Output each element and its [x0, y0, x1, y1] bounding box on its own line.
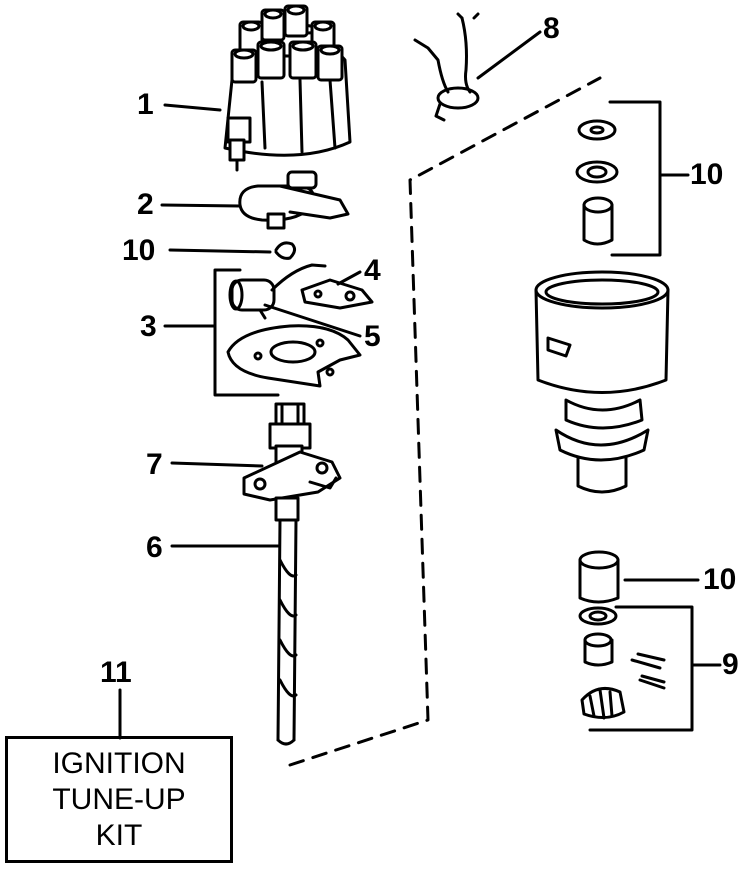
kit-label-line-3: KIT	[95, 818, 143, 852]
retaining-clip-part	[274, 241, 297, 260]
ignition-tune-up-kit-box: IGNITION TUNE-UP KIT	[5, 736, 233, 863]
callout-1: 1	[137, 88, 154, 121]
bracket-9	[588, 605, 694, 732]
bracket-3	[213, 268, 280, 397]
callout-2: 2	[137, 188, 154, 221]
leader-5	[263, 303, 362, 338]
callout-10-small-clip: 10	[122, 234, 156, 267]
kit-label-line-1: IGNITION	[52, 746, 186, 780]
rotor-part	[238, 170, 350, 230]
kit-label-line-2: TUNE-UP	[52, 782, 186, 816]
bracket-10-upper	[608, 100, 662, 257]
breaker-plate-part	[226, 324, 362, 388]
leader-2	[160, 203, 242, 208]
distributor-shaft-part	[242, 402, 342, 746]
condenser-part	[228, 263, 327, 320]
callout-5: 5	[364, 320, 381, 353]
distributor-housing-part	[534, 270, 670, 494]
leader-1	[163, 103, 222, 112]
lower-parts-part	[578, 550, 666, 720]
distributor-cap-part	[223, 4, 352, 172]
callout-8: 8	[543, 12, 560, 45]
callout-4: 4	[364, 254, 381, 287]
callout-9: 9	[722, 648, 739, 681]
callout-6: 6	[146, 531, 163, 564]
callout-7: 7	[146, 448, 163, 481]
dashed-assembly-line	[288, 76, 602, 767]
contact-points-part	[300, 278, 374, 310]
leader-8	[476, 30, 542, 80]
callout-10-upper-right: 10	[690, 158, 724, 191]
callout-11: 11	[100, 656, 132, 689]
leader-7	[170, 461, 264, 468]
leader-10a	[168, 248, 272, 254]
callout-10-lower-right: 10	[703, 563, 737, 596]
upper-washers-part	[575, 119, 619, 246]
wiring-harness-part	[413, 12, 480, 122]
callout-3: 3	[140, 310, 157, 343]
leader-4	[336, 270, 362, 286]
